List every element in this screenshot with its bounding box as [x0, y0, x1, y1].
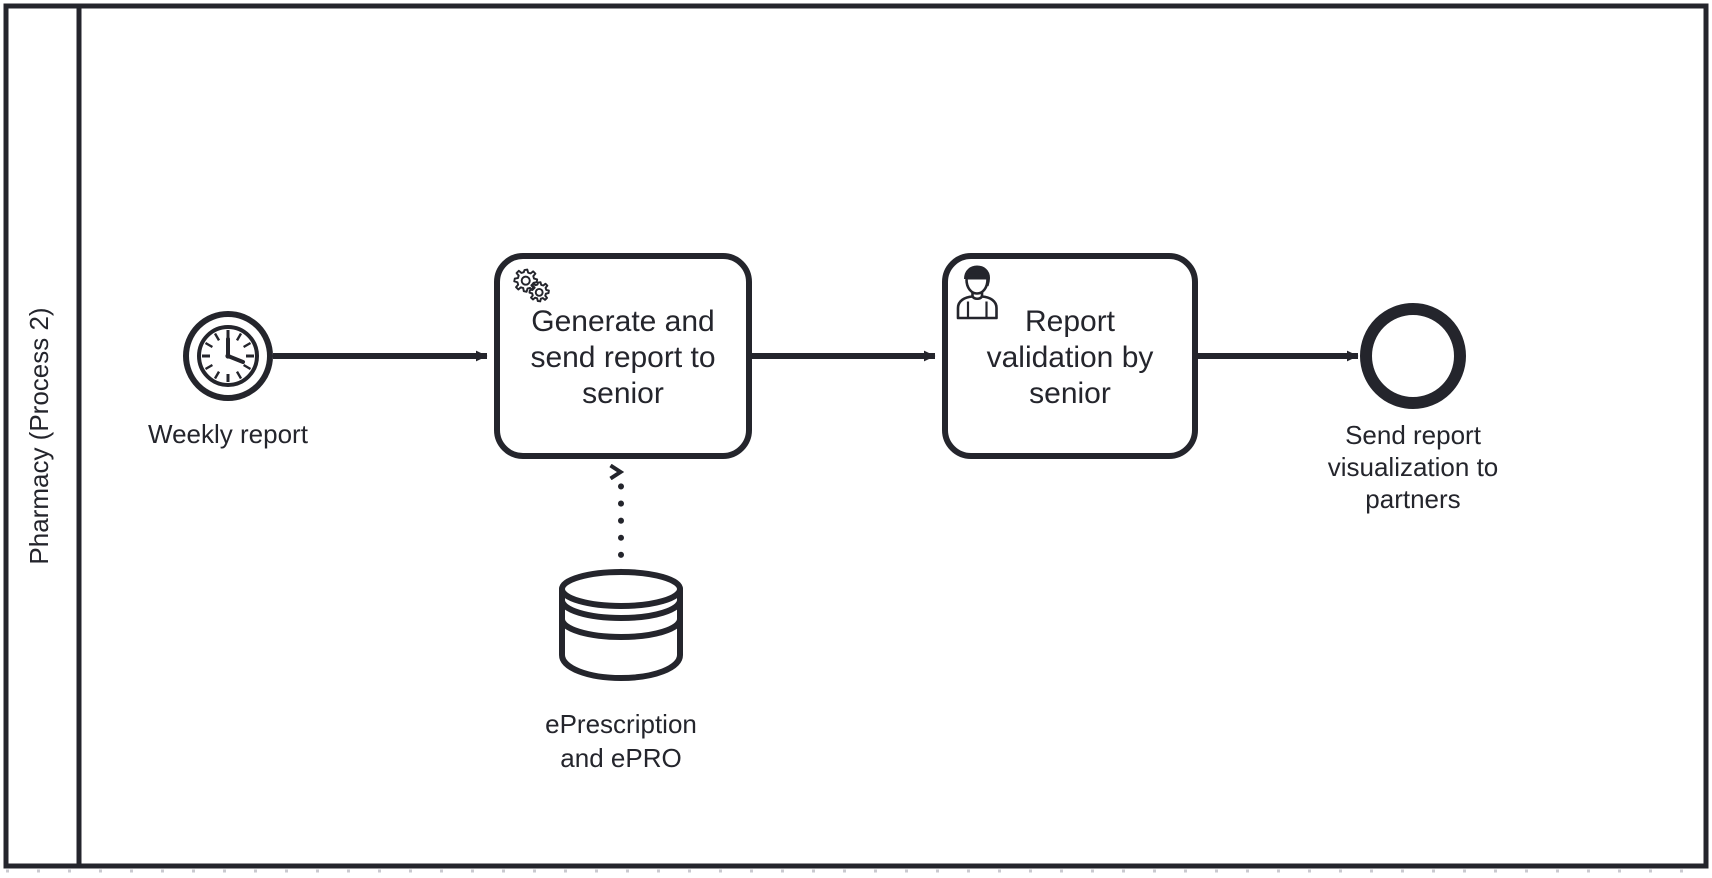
- lane-label-group: Pharmacy (Process 2): [24, 307, 54, 564]
- gears-icon: [513, 268, 550, 303]
- task-label-line3: senior: [582, 377, 664, 410]
- data-store-eprescription[interactable]: ePrescription and ePRO: [545, 569, 697, 773]
- pool-frame: [3, 3, 1709, 869]
- end-event-label-line3: partners: [1365, 484, 1460, 514]
- data-store-label-line2: and ePRO: [560, 743, 681, 773]
- start-event-timer[interactable]: Weekly report: [148, 311, 309, 449]
- task-label-line2: send report to: [530, 341, 715, 374]
- task-label-line3: senior: [1029, 377, 1111, 410]
- lane-label: Pharmacy (Process 2): [24, 307, 54, 564]
- task-box[interactable]: [942, 253, 1198, 459]
- task-label-line1: Generate and: [531, 305, 714, 338]
- end-event[interactable]: Send report visualization to partners: [1328, 303, 1499, 514]
- task-box[interactable]: [494, 253, 752, 459]
- task-generate-and-send-report[interactable]: Generate and send report to senior: [494, 253, 752, 459]
- pool-outer-border: [3, 3, 1709, 869]
- database-cylinder-icon[interactable]: [559, 569, 683, 681]
- user-icon: [956, 265, 998, 320]
- end-event-label-line1: Send report: [1345, 420, 1482, 450]
- end-event-circle[interactable]: [1360, 303, 1466, 409]
- task-label-line1: Report: [1025, 305, 1116, 338]
- end-event-label-line2: visualization to: [1328, 452, 1499, 482]
- start-event-label: Weekly report: [148, 419, 309, 449]
- task-label-line2: validation by: [987, 341, 1154, 374]
- data-store-label-line1: ePrescription: [545, 709, 697, 739]
- task-report-validation[interactable]: Report validation by senior: [942, 253, 1198, 459]
- clock-icon: [197, 325, 259, 387]
